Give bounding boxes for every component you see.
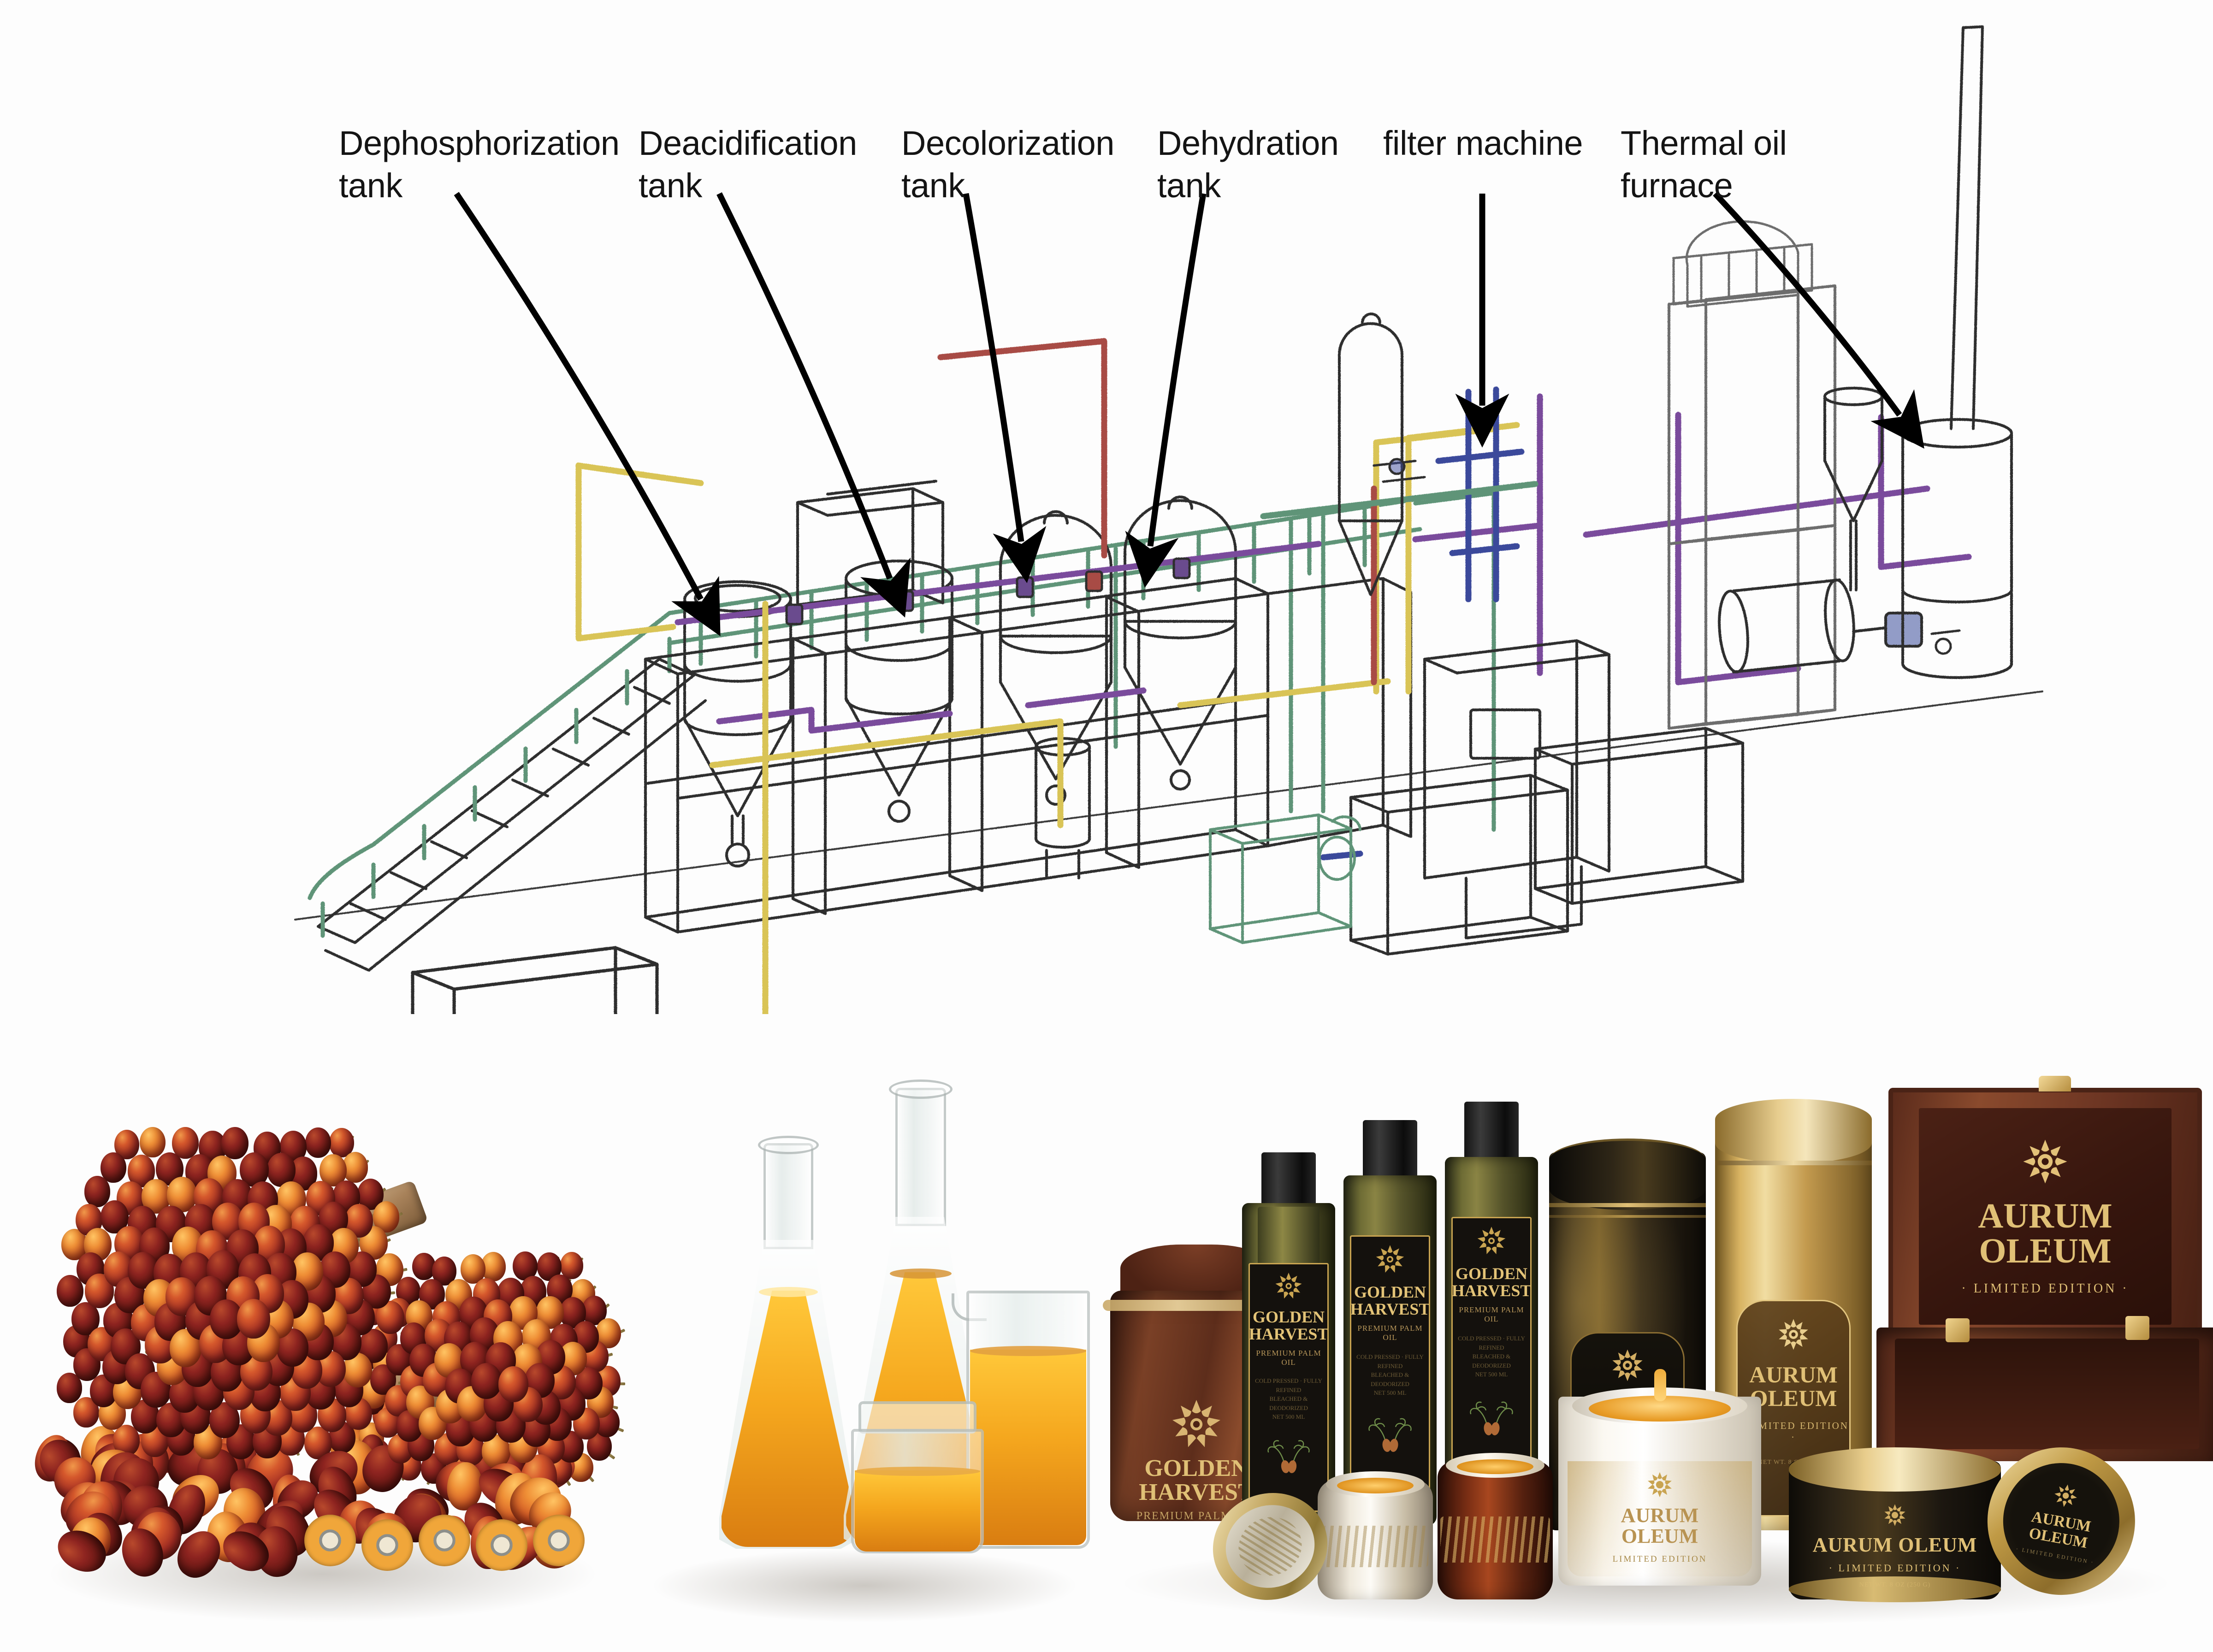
box-brand-line1: AURUM: [1978, 1197, 2112, 1235]
bottle3-brand: GOLDEN HARVEST: [1451, 1264, 1532, 1300]
palm-tree-icon: [1470, 1401, 1513, 1435]
gold-tin-brand-line1: AURUM: [1749, 1362, 1838, 1387]
erlenmeyer-flask-large: [719, 1136, 858, 1549]
callout-label-decolorization: Decolorization tank: [901, 124, 1114, 205]
bottle-rosette-icon: [1275, 1272, 1302, 1299]
white-jar-brand-line1: AURUM: [1621, 1504, 1699, 1527]
callout-arrow-dehydration: [1125, 193, 1207, 588]
pouch-brand: GOLDEN HARVEST: [1139, 1455, 1254, 1505]
white-jar-brand-line2: OLEUM: [1621, 1524, 1698, 1547]
bottle2-tagline: PREMIUM PALM OIL: [1357, 1324, 1423, 1342]
bottle1-fineprint: COLD PRESSED · FULLY REFINED BLEACHED & …: [1255, 1377, 1322, 1421]
oil-bottle-2: GOLDEN HARVEST PREMIUM PALM OIL COLD PRE…: [1337, 1120, 1443, 1526]
black-round-tin: AURUM OLEUM · LIMITED EDITION · NET WT. …: [1789, 1447, 2001, 1604]
bottle3-fineprint: COLD PRESSED · FULLY REFINED BLEACHED & …: [1458, 1335, 1525, 1378]
glassware-group: [645, 1080, 1090, 1622]
callout-arrow-deacidification: [716, 192, 911, 618]
callout-label-filter-machine: filter machine: [1383, 124, 1583, 162]
tin-lid: AURUM OLEUM · LIMITED EDITION ·: [1975, 1435, 2147, 1611]
callout-arrow-dephosphorization: [454, 192, 721, 637]
bottle1-brand: GOLDEN HARVEST: [1249, 1308, 1329, 1343]
box-rosette-icon: [2023, 1139, 2067, 1184]
beaker: [952, 1291, 1093, 1549]
oil-drizzle: [1654, 1369, 1666, 1401]
white-jar-tagline: LIMITED EDITION: [1612, 1554, 1707, 1564]
sample-jar: [848, 1401, 987, 1553]
callout-label-dephosphorization: Dephosphorization tank: [339, 124, 620, 205]
ceramic-jar-cream: [1318, 1466, 1433, 1599]
palm-fruit-bunch-main: [51, 1125, 428, 1461]
bottle-rosette-icon: [1477, 1227, 1506, 1254]
white-jar: AURUM OLEUM LIMITED EDITION: [1558, 1369, 1761, 1586]
round-tin-fineprint: NET WT. 8 OZ (250 G): [1859, 1581, 1931, 1588]
bottle2-fineprint: COLD PRESSED · FULLY REFINED BLEACHED & …: [1356, 1353, 1424, 1397]
palm-fruit-group: [28, 1097, 641, 1622]
box-brand-line2: OLEUM: [1979, 1232, 2112, 1270]
tin-rosette-icon: [1612, 1349, 1643, 1381]
lid-rosette-icon: [2054, 1484, 2077, 1507]
callout-label-deacidification: Deacidification tank: [639, 124, 857, 205]
callout-label-thermal-oil-furnace: Thermal oil furnace: [1621, 124, 1787, 205]
box-clasp: [2039, 1076, 2071, 1092]
palm-tree-icon: [1368, 1418, 1412, 1452]
callout-arrow-decolorization: [963, 193, 1047, 584]
callout-arrow-thermal-oil-furnace: [1713, 191, 1924, 449]
ceramic-jar-brown: [1438, 1447, 1553, 1599]
refining-plant-diagram: [294, 25, 2043, 1014]
bottle1-tagline: PREMIUM PALM OIL: [1256, 1349, 1321, 1367]
bottle3-tagline: PREMIUM PALM OIL: [1459, 1305, 1524, 1324]
product-photo-band: GOLDEN HARVEST PREMIUM PALM OIL: [0, 1005, 2213, 1652]
brand-rosette-icon: [1172, 1400, 1220, 1447]
round-tin-rosette-icon: [1884, 1504, 1905, 1526]
box-hinge-right: [2125, 1316, 2149, 1340]
palm-tree-icon: [1267, 1440, 1310, 1473]
gold-tin-brand-line2: OLEUM: [1750, 1385, 1837, 1411]
box-hinge-left: [1946, 1318, 1970, 1342]
packaging-group: GOLDEN HARVEST PREMIUM PALM OIL: [1097, 1005, 2213, 1650]
bottle2-brand: GOLDEN HARVEST: [1350, 1283, 1430, 1318]
wooden-presentation-box: AURUM OLEUM · LIMITED EDITION ·: [1876, 1076, 2213, 1489]
bottle-rosette-icon: [1376, 1245, 1404, 1273]
jar-rosette-icon: [1648, 1472, 1672, 1498]
round-tin-brand: AURUM OLEUM: [1812, 1534, 1977, 1556]
round-tin-tagline: · LIMITED EDITION ·: [1828, 1562, 1961, 1574]
tin-rosette-icon: [1779, 1319, 1808, 1350]
cut-palm-fruitlets: [304, 1512, 599, 1581]
callout-label-dehydration: Dehydration tank: [1157, 124, 1339, 205]
box-tagline: · LIMITED EDITION ·: [1961, 1281, 2129, 1296]
oil-bottle-1: GOLDEN HARVEST PREMIUM PALM OIL COLD PRE…: [1236, 1152, 1342, 1526]
